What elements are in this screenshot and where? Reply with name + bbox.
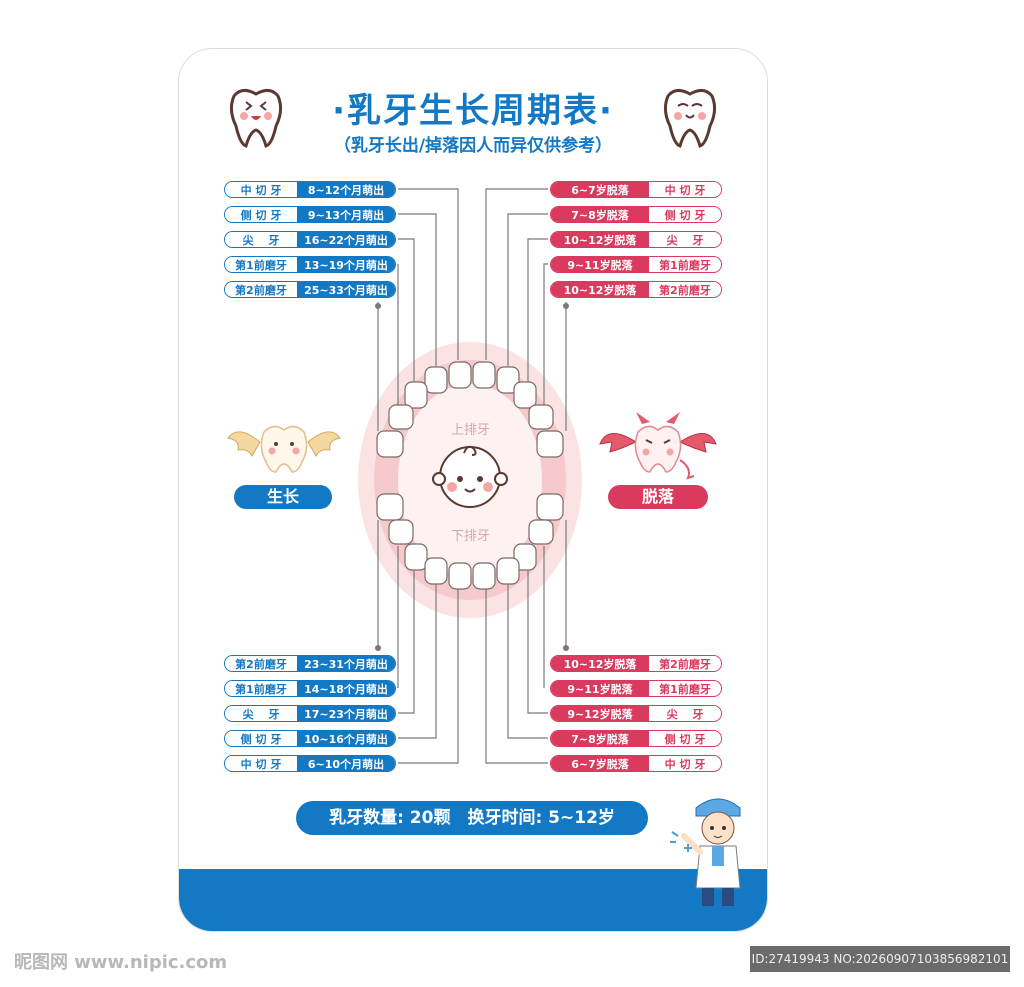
tooth-name: 第1前磨牙 bbox=[649, 257, 721, 272]
lower-teeth bbox=[376, 493, 564, 590]
tooth-mascot-icon bbox=[229, 89, 283, 148]
baby-face-icon bbox=[432, 445, 508, 508]
fall-time: 10~12岁脱落 bbox=[551, 282, 649, 297]
tooth-name: 第2前磨牙 bbox=[649, 656, 721, 671]
fall-time: 7~8岁脱落 bbox=[551, 731, 649, 746]
grow-time: 8~12个月萌出 bbox=[297, 182, 395, 197]
grow-time: 10~16个月萌出 bbox=[297, 731, 395, 746]
watermark-site: 昵图网 www.nipic.com bbox=[14, 952, 228, 973]
tooth-name: 侧 切 牙 bbox=[649, 731, 721, 746]
doctor-icon bbox=[670, 798, 741, 906]
tooth-mascot-icon bbox=[663, 89, 717, 148]
tooth-name: 尖 牙 bbox=[649, 232, 721, 247]
grow-time: 23~31个月萌出 bbox=[297, 656, 395, 671]
fall-time: 9~11岁脱落 bbox=[551, 681, 649, 696]
grow-time: 14~18个月萌出 bbox=[297, 681, 395, 696]
fall-time: 6~7岁脱落 bbox=[551, 182, 649, 197]
tooth-name: 第2前磨牙 bbox=[225, 656, 297, 671]
tooth-name: 中 切 牙 bbox=[225, 756, 297, 771]
tooth-name: 中 切 牙 bbox=[649, 182, 721, 197]
fall-time: 9~12岁脱落 bbox=[551, 706, 649, 721]
page-subtitle: （乳牙长出/掉落因人而异仅供参考） bbox=[333, 136, 613, 156]
tooth-name: 侧 切 牙 bbox=[225, 207, 297, 222]
devil-tooth-icon bbox=[599, 412, 717, 480]
fall-time: 10~12岁脱落 bbox=[551, 656, 649, 671]
upper-teeth bbox=[376, 361, 564, 458]
upper-jaw-label: 上排牙 bbox=[451, 423, 491, 438]
grow-time: 13~19个月萌出 bbox=[297, 257, 395, 272]
grow-time: 25~33个月萌出 bbox=[297, 282, 395, 297]
tooth-name: 侧 切 牙 bbox=[649, 207, 721, 222]
tooth-name: 第1前磨牙 bbox=[225, 257, 297, 272]
fall-time: 9~11岁脱落 bbox=[551, 257, 649, 272]
tooth-name: 第1前磨牙 bbox=[649, 681, 721, 696]
tooth-name: 尖 牙 bbox=[649, 706, 721, 721]
grow-label: 生长 bbox=[234, 485, 332, 509]
lower-jaw-label: 下排牙 bbox=[451, 529, 491, 544]
summary-banner: 乳牙数量: 20颗 换牙时间: 5~12岁 bbox=[296, 801, 648, 835]
grow-time: 6~10个月萌出 bbox=[297, 756, 395, 771]
angel-tooth-icon bbox=[227, 425, 341, 473]
tooth-name: 中 切 牙 bbox=[225, 182, 297, 197]
watermark-id: ID:27419943 NO:20260907103856982101 bbox=[750, 946, 1010, 972]
fall-time: 6~7岁脱落 bbox=[551, 756, 649, 771]
grow-time: 17~23个月萌出 bbox=[297, 706, 395, 721]
page-title: ·乳牙生长周期表· bbox=[332, 91, 614, 131]
tooth-name: 中 切 牙 bbox=[649, 756, 721, 771]
fall-time: 7~8岁脱落 bbox=[551, 207, 649, 222]
tooth-name: 第2前磨牙 bbox=[649, 282, 721, 297]
grow-time: 16~22个月萌出 bbox=[297, 232, 395, 247]
tooth-name: 尖 牙 bbox=[225, 706, 297, 721]
grow-time: 9~13个月萌出 bbox=[297, 207, 395, 222]
fall-label: 脱落 bbox=[608, 485, 708, 509]
connector-lines bbox=[377, 188, 567, 764]
tooth-name: 第1前磨牙 bbox=[225, 681, 297, 696]
tooth-name: 尖 牙 bbox=[225, 232, 297, 247]
tooth-name: 侧 切 牙 bbox=[225, 731, 297, 746]
tooth-name: 第2前磨牙 bbox=[225, 282, 297, 297]
card-footer-band bbox=[179, 869, 767, 931]
fall-time: 10~12岁脱落 bbox=[551, 232, 649, 247]
